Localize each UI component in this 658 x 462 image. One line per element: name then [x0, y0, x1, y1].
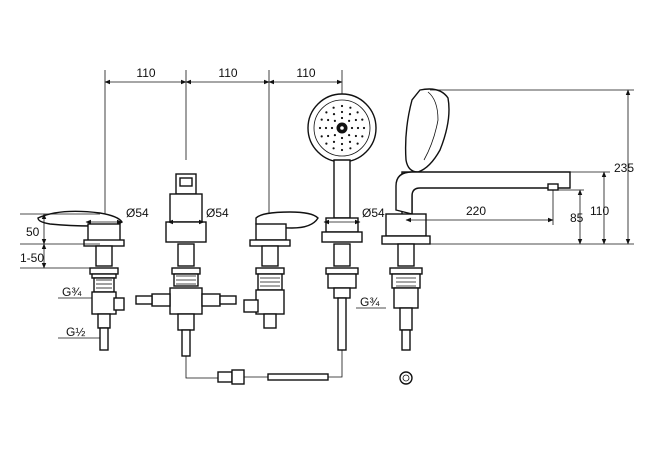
- deck-range-label: 1-50: [20, 251, 44, 265]
- spray-nozzle-dot: [332, 106, 335, 109]
- diameter-label-1: Ø54: [126, 206, 149, 220]
- spray-nozzle-dot: [330, 126, 334, 130]
- height-110-label: 110: [590, 204, 609, 218]
- spray-nozzle-dot: [327, 118, 330, 122]
- spray-nozzle-dot: [348, 119, 351, 122]
- spray-nozzle-dot: [340, 148, 344, 152]
- handle-height-label: 50: [26, 225, 40, 239]
- spout-reach-label: 220: [466, 204, 486, 218]
- spray-nozzle-dot: [340, 142, 344, 146]
- hand-shower-front: [307, 93, 377, 351]
- spray-nozzle-dot: [348, 113, 352, 116]
- spray-nozzle-dot: [349, 147, 352, 150]
- spray-nozzle-dot: [356, 111, 359, 114]
- shower-spray-dots: [318, 104, 366, 152]
- spray-nozzle-dot: [354, 134, 357, 138]
- thread-label-g34-left: G¾: [62, 285, 82, 299]
- spray-nozzle-dot: [325, 111, 328, 114]
- spray-nozzle-dot: [332, 113, 336, 116]
- spray-nozzle-dot: [340, 136, 344, 140]
- spray-nozzle-dot: [327, 134, 330, 138]
- spray-nozzle-dot: [320, 135, 323, 138]
- spray-nozzle-dot: [320, 118, 323, 121]
- thread-leaders: [58, 297, 386, 339]
- spray-nozzle-dot: [354, 118, 357, 122]
- spray-nozzle-dot: [348, 140, 352, 143]
- height-85-label: 85: [570, 211, 584, 225]
- valve-right: [243, 211, 319, 329]
- right-height-dimensions: [430, 89, 634, 245]
- spray-nozzle-dot: [361, 135, 364, 138]
- diameter-label-2: Ø54: [206, 206, 229, 220]
- spray-nozzle-dot: [362, 126, 366, 130]
- spray-nozzle-dot: [356, 126, 360, 130]
- dimension-spacing-2: 110: [218, 66, 237, 80]
- diameter-label-3: Ø54: [362, 206, 385, 220]
- spray-nozzle-dot: [340, 104, 344, 108]
- height-235-label: 235: [614, 161, 634, 175]
- spray-nozzle-dot: [333, 119, 336, 122]
- spout-with-shower: [381, 88, 571, 385]
- thread-label-g34-right: G¾: [360, 295, 380, 309]
- spray-nozzle-dot: [361, 118, 364, 121]
- spray-nozzle-dot: [350, 126, 354, 130]
- dimension-spacing-3: 110: [296, 66, 315, 80]
- spray-nozzle-dot: [324, 126, 328, 130]
- valve-diverter: [135, 173, 237, 357]
- thread-label-g12: G½: [66, 325, 85, 339]
- spray-nozzle-dot: [349, 106, 352, 109]
- spray-nozzle-dot: [333, 134, 336, 137]
- spray-nozzle-dot: [340, 116, 344, 120]
- top-extension-lines: [104, 70, 343, 215]
- spout-reach-dimension: [405, 190, 554, 225]
- spray-nozzle-dot: [325, 142, 328, 145]
- spray-nozzle-dot: [332, 147, 335, 150]
- spray-nozzle-dot: [356, 142, 359, 145]
- left-height-dimensions: [20, 213, 100, 269]
- spray-nozzle-dot: [348, 134, 351, 137]
- dimension-spacing-1: 110: [136, 66, 155, 80]
- spray-nozzle-dot: [340, 110, 344, 114]
- spray-nozzle-dot: [332, 140, 336, 143]
- spray-nozzle-dot: [318, 126, 322, 130]
- connecting-hose: [185, 350, 343, 385]
